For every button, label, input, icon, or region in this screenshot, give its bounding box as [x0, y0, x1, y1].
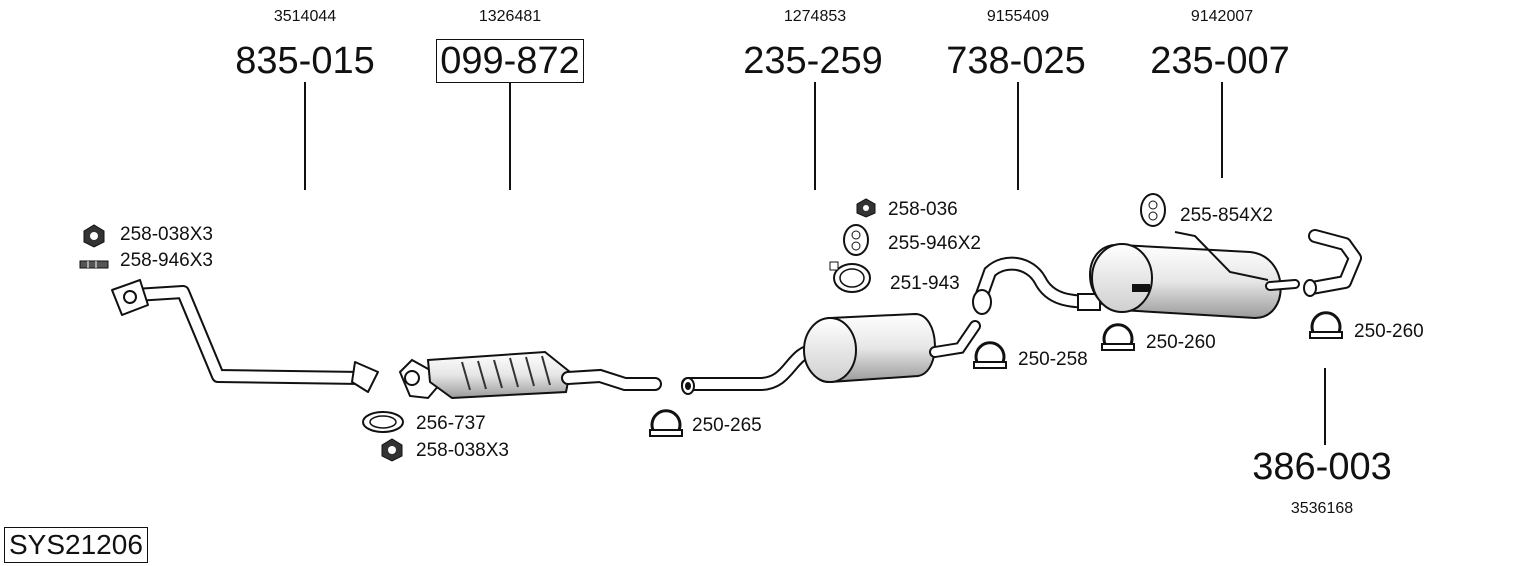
clamp-icon: [1101, 323, 1135, 351]
clamp-icon: [1309, 311, 1343, 339]
rear-silencer-235-007: [1089, 231, 1300, 320]
nut-icon: [856, 198, 876, 218]
part-ref-835-015: 3514044: [273, 8, 337, 25]
band-clamp-icon: [829, 261, 871, 293]
bolt-icon: [79, 260, 109, 269]
part-number-386-003[interactable]: 386-003: [1252, 446, 1392, 488]
accessory-label[interactable]: 255-854X2: [1180, 205, 1273, 226]
accessory-label[interactable]: 258-038X3: [416, 440, 509, 461]
part-ref-235-259: 1274853: [783, 8, 847, 25]
catalytic-converter-099-872: [398, 350, 662, 400]
clamp-icon: [649, 409, 683, 437]
rubber-hanger-icon: [1140, 193, 1166, 227]
tail-pipe-386-003: [1303, 229, 1362, 297]
part-number-235-007[interactable]: 235-007: [1150, 40, 1290, 82]
gasket-ring-icon: [362, 411, 404, 433]
accessory-label[interactable]: 258-036: [888, 199, 958, 220]
part-number-label: 099-872: [436, 39, 584, 83]
accessory-label[interactable]: 258-946X3: [120, 250, 213, 271]
part-ref-386-003: 3536168: [1290, 500, 1354, 517]
system-code: SYS21206: [4, 527, 148, 563]
accessory-label[interactable]: 251-943: [890, 273, 960, 294]
rubber-hanger-icon: [843, 224, 869, 256]
part-ref-738-025: 9155409: [986, 8, 1050, 25]
accessory-label[interactable]: 258-038X3: [120, 224, 213, 245]
front-pipe-835-015: [111, 279, 379, 393]
centre-silencer-235-259: [681, 312, 981, 395]
nut-icon: [83, 224, 105, 248]
accessory-label[interactable]: 250-260: [1354, 321, 1424, 342]
accessory-label[interactable]: 250-260: [1146, 332, 1216, 353]
accessory-label[interactable]: 250-265: [692, 415, 762, 436]
part-ref-099-872: 1326481: [478, 8, 542, 25]
part-number-099-872[interactable]: 099-872: [410, 39, 610, 83]
part-ref-235-007: 9142007: [1190, 8, 1254, 25]
intermediate-pipe-738-025: [972, 256, 1102, 315]
clamp-icon: [973, 341, 1007, 369]
part-number-235-259[interactable]: 235-259: [743, 40, 883, 82]
part-number-738-025[interactable]: 738-025: [946, 40, 1086, 82]
accessory-label[interactable]: 250-258: [1018, 349, 1088, 370]
nut-icon: [381, 438, 403, 462]
part-number-835-015[interactable]: 835-015: [235, 40, 375, 82]
leader-lines: [304, 82, 1326, 445]
accessory-label[interactable]: 255-946X2: [888, 233, 981, 254]
accessory-label[interactable]: 256-737: [416, 413, 486, 434]
